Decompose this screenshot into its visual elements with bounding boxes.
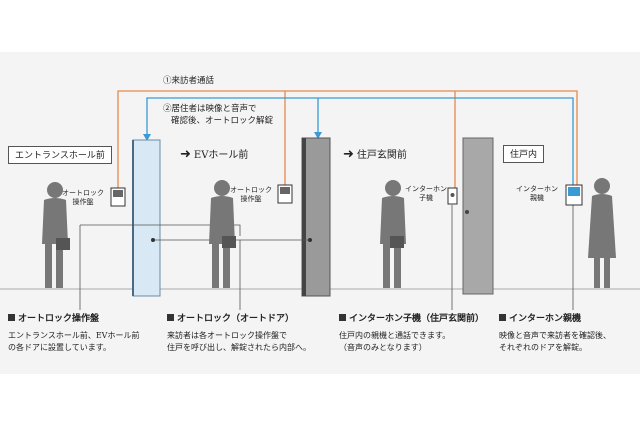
entrance-glass-door [132,139,161,297]
zone-entry-label: ➜住戸玄関前 [343,147,407,162]
autolock-panel-1-label: オートロック 操作盤 [62,189,104,207]
desc-intercom-handset-heading-text: インターホン子機（住戸玄関前） [349,314,485,324]
flow-step-2-line-2: 確認後、オートロック解錠 [171,116,274,126]
desc-intercom-handset: インターホン子機（住戸玄関前） 住戸内の親機と通話できます。 （音声のみとなりま… [339,313,489,354]
autolock-panel-1-label-line-2: 操作盤 [72,198,94,206]
zone-entrance-label: エントランスホール前 [8,146,112,164]
autolock-panel-2-label: オートロック 操作盤 [230,186,272,204]
zone-unit-label: 住戸内 [503,145,545,163]
resident-figure [588,178,616,288]
desc-autolock-door: オートロック（オートドア） 来訪者は各オートロック操作盤で 住戸を呼び出し、解錠… [167,313,327,354]
unlock-line-main [146,97,574,185]
autolock-panel-2-label-line-1: オートロック [230,186,272,194]
desc-autolock-panel: オートロック操作盤 エントランスホール前、EVホール前 の各ドアに設置しています… [8,313,158,354]
guide-line-1 [80,224,241,236]
intercom-handset-label-line-2: 子機 [419,194,433,202]
visitor-figure-1 [42,182,70,288]
autolock-panel-1-label-line-1: オートロック [62,189,104,197]
flow-step-2-line-1: ②居住者は映像と音声で [163,104,257,114]
desc-autolock-door-heading-text: オートロック（オートドア） [177,314,295,324]
intercom-master-label: インターホン 親機 [516,185,558,203]
desc-intercom-master-heading-text: インターホン親機 [509,314,582,324]
visitor-figure-3 [380,180,406,288]
desc-autolock-panel-heading-text: オートロック操作盤 [18,314,100,324]
flow-step-1: ①来訪者通話 [163,76,215,86]
unlock-arrowhead-2 [314,132,322,139]
desc-autolock-door-heading: オートロック（オートドア） [167,313,327,325]
zone-ev-label: ➜EVホール前 [180,147,249,162]
intercom-handset-label: インターホン 子機 [405,185,447,203]
intercom-master-label-line-2: 親機 [530,194,544,202]
autolock-panel-2-label-line-2: 操作盤 [240,195,262,203]
desc-intercom-handset-line-2: （音声のみとなります） [339,343,427,352]
zone-entry-text: 住戸玄関前 [356,150,407,161]
desc-intercom-master-line-2: それぞれのドアを解錠。 [499,343,587,352]
desc-autolock-panel-line-1: エントランスホール前、EVホール前 [8,331,140,340]
unit-entry-door [462,137,494,295]
desc-autolock-door-line-1: 来訪者は各オートロック操作盤で [167,331,287,340]
desc-autolock-panel-line-2: の各ドアに設置しています。 [8,343,111,352]
desc-autolock-panel-heading: オートロック操作盤 [8,313,158,325]
call-line-main [117,90,578,190]
desc-intercom-master: インターホン親機 映像と音声で来訪者を確認後、 それぞれのドアを解錠。 [499,313,637,354]
intercom-master-label-line-1: インターホン [516,185,558,193]
desc-intercom-master-line-1: 映像と音声で来訪者を確認後、 [499,331,611,340]
ev-hall-door [301,137,331,297]
desc-intercom-handset-line-1: 住戸内の親機と通話できます。 [339,331,451,340]
zone-ev-text: EVホール前 [193,150,249,161]
desc-intercom-handset-heading: インターホン子機（住戸玄関前） [339,313,489,325]
unlock-arrowhead-1 [143,134,151,141]
desc-intercom-master-heading: インターホン親機 [499,313,637,325]
intercom-handset-label-line-1: インターホン [405,185,447,193]
desc-autolock-door-line-2: 住戸を呼び出し、解錠されたら内部へ。 [167,343,311,352]
visitor-figure-2 [209,180,236,288]
